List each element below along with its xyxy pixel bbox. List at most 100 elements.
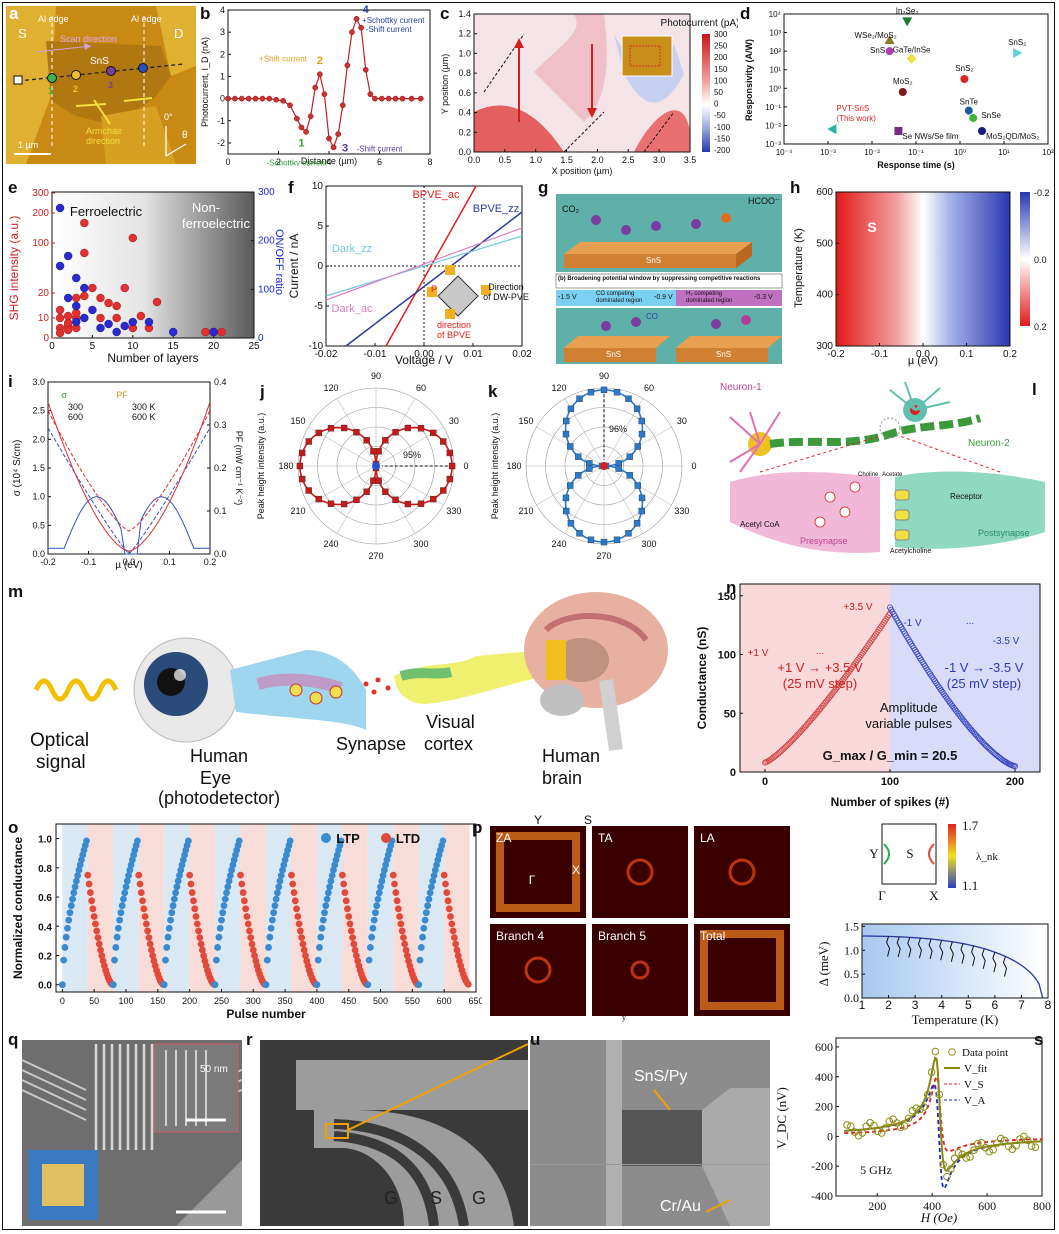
ltp-point [165,924,173,932]
ltp-point [112,944,120,951]
x-tick-label: 150 [150,996,165,1006]
colorbar-tick: 250 [714,42,728,51]
polar-angle-label: 180 [506,461,521,471]
data-point [1023,1136,1032,1145]
data-point [977,1139,986,1147]
panel-label: d [740,4,751,23]
x-tick-label: 400 [309,996,324,1006]
ltp-point [372,909,379,917]
y-tick-label: 400 [816,290,833,301]
ltd-point [296,927,304,935]
gap-distribution [981,948,986,969]
colorbar-tick: 100 [714,76,728,85]
symmetry-x: X [572,863,580,877]
x-tick-label: 10 [127,341,139,352]
y-tick-label: 0.4 [38,922,52,933]
polar-angle-label: 30 [449,416,459,426]
polar-point [430,429,437,437]
ltp-point [313,981,321,989]
ltp-point [419,933,426,941]
data-point-shg [217,327,226,337]
polar-point [567,405,575,412]
ltd-point [450,934,458,942]
data-point [287,102,293,109]
ltd-point [464,980,472,988]
legend-marker [948,1048,956,1056]
ltd-point [200,952,208,960]
annotation-2-text: +Shift current [259,55,308,64]
polar-point [417,425,425,432]
data-point [1031,1143,1040,1152]
y-tick-label: 0.0 [32,549,45,559]
x-axis-label: Number of layers [107,351,198,365]
ltp-point [267,924,275,932]
x-tick-label: 600 [978,1199,996,1213]
x-axis-label: Distance (µm) [301,156,357,166]
data-point [870,1121,878,1130]
ltp-point [169,902,177,910]
ltd-point [402,946,410,954]
gap-distribution [939,940,944,961]
panel-label: c [440,4,450,23]
data-point [893,1119,901,1127]
polar-point [575,453,582,460]
tile-label: Total [700,929,725,943]
legend-marker [321,833,331,843]
ltd-point [443,889,451,896]
ltd-point [239,889,247,896]
data-point [881,1124,890,1132]
ltd-point [240,897,248,905]
series-dark-ac [325,227,523,301]
series-sigma-600 [47,410,211,532]
ltp-point [223,889,230,897]
panel-q-image [21,1040,242,1226]
panel-label: p [472,818,483,837]
ltp-point [60,956,68,964]
y-tick-label: 600 [815,1040,833,1054]
x-tick-label: 200 [182,996,197,1006]
y-tick-label: 600 [816,187,833,198]
panel-l: l Neuron-1 Neuron-2 Acetyl CoA Choline A… [710,372,1055,570]
panel-label: j [260,382,265,401]
panel-label: q [8,1030,19,1049]
data-point-onoff [63,251,73,261]
x-tick-label: 100 [118,996,133,1006]
axis-y: y [622,1013,626,1022]
polar-point [563,507,570,515]
ltp-point [369,924,377,932]
data-point-shg [88,283,97,293]
cr-au-label: Cr/Au [660,1198,701,1215]
panel-u: u SnS/Py Cr/Au [530,1030,770,1226]
legend-dark-ac: Dark_ac [332,303,373,315]
gap-distribution [886,936,891,957]
intensity [728,858,756,886]
ltp-point [323,895,331,903]
ltp-point [120,895,127,903]
data-point [321,91,328,98]
ltp-point [164,933,172,941]
symmetry-y: Y [534,814,542,827]
gap-distribution [1002,956,1008,977]
polar-angle-label: 240 [323,539,338,549]
y-tick-label: 3 [220,27,225,37]
data-point-onoff [88,305,97,315]
annotation: of BPVE [437,330,471,340]
polar-point [626,453,633,460]
data-point [232,95,238,102]
data-point [399,95,406,102]
annotation-4-text-2: -Shift current [366,25,413,34]
pulse-label: -1 V [903,618,922,629]
ltp-point [268,916,276,924]
annotation-3: 3 [342,142,348,154]
colorbar-tick: 0 [714,100,719,109]
scan-direction-label: Scan direction [60,34,118,44]
acetyl-coa-label: Acetyl CoA [740,520,780,529]
ltd-point [148,946,155,954]
colorbar-tick: 0.0 [1034,255,1047,265]
